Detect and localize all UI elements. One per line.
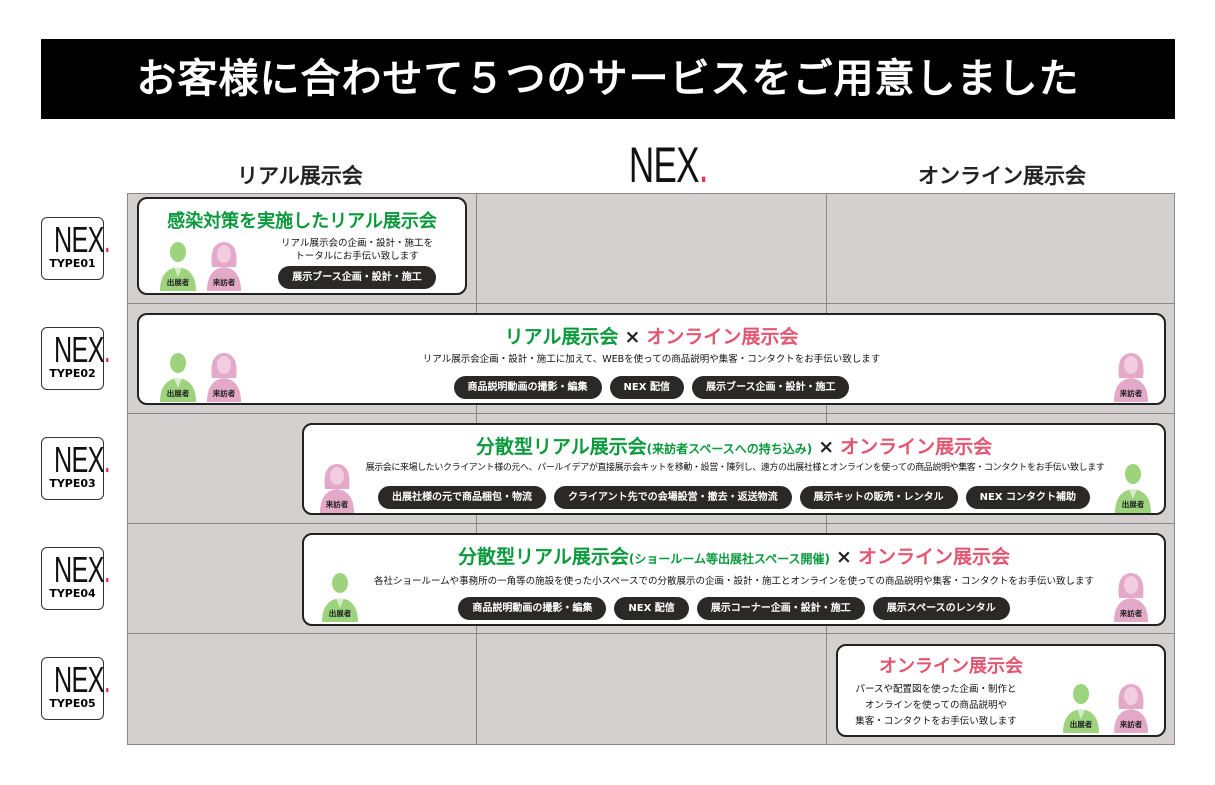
exhibitor-icon: 出展者 <box>1112 459 1154 513</box>
card-description: 各社ショールームや事務所の一角等の施設を使った小スペースでの分散展示の企画・設計… <box>373 576 1095 587</box>
service-pill: 出展社様の元で商品梱包・物流 <box>377 486 546 509</box>
person-label: 出展者 <box>166 278 190 287</box>
nex-logo: NEX. <box>54 659 111 700</box>
person-label: 来訪者 <box>1119 720 1143 729</box>
nex-logo: NEX. <box>54 329 111 370</box>
exhibitor-icon: 出展者 <box>319 568 361 622</box>
person-label: 出展者 <box>1069 720 1093 729</box>
visitor-icon: 来訪者 <box>203 237 245 291</box>
type-badge-05: NEX.TYPE05 <box>41 657 111 720</box>
nex-logo: NEX. <box>54 219 111 260</box>
card-title: 感染対策を実施したリアル展示会 <box>167 211 437 232</box>
visitor-icon: 来訪者 <box>1110 568 1152 622</box>
card-description: リアル展示会企画・設計・施工に加えて、WEBを使っての商品説明や集客・コンタクト… <box>422 354 881 365</box>
service-card-type02: リアル展示会×オンライン展示会 リアル展示会企画・設計・施工に加えて、WEBを使… <box>137 313 1166 405</box>
type-badge-01: NEX.TYPE01 <box>41 217 111 280</box>
service-pill: 商品説明動画の撮影・編集 <box>453 376 602 399</box>
service-pill: 展示キットの販売・レンタル <box>799 486 958 509</box>
service-pill: NEX 配信 <box>614 597 689 620</box>
person-label: 来訪者 <box>212 278 236 287</box>
person-label: 出展者 <box>1121 500 1145 509</box>
service-card-type01: 感染対策を実施したリアル展示会 出展者 来訪者 リアル展示会の企画・設計・施工を… <box>137 197 467 295</box>
column-header-online: オンライン展示会 <box>918 164 1086 188</box>
person-label: 来訪者 <box>1119 609 1143 618</box>
exhibitor-icon: 出展者 <box>157 237 199 291</box>
nex-logo: NEX. <box>54 549 111 590</box>
card-title: リアル展示会×オンライン展示会 <box>504 326 799 348</box>
service-pill: 展示ブース企画・設計・施工 <box>691 376 850 399</box>
person-label: 出展者 <box>328 609 352 618</box>
visitor-icon: 来訪者 <box>1110 679 1152 733</box>
service-pill: NEX 配信 <box>609 376 684 399</box>
service-card-type03: 分散型リアル展示会(来訪者スペースへの持ち込み)×オンライン展示会 展示会に来場… <box>302 423 1166 515</box>
nex-logo: NEX. <box>628 137 709 193</box>
service-card-type04: 分散型リアル展示会(ショールーム等出展社スペース開催)×オンライン展示会 各社シ… <box>302 533 1166 626</box>
person-label: 来訪者 <box>1119 389 1143 398</box>
card-title: 分散型リアル展示会(来訪者スペースへの持ち込み)×オンライン展示会 <box>475 436 993 458</box>
exhibitor-icon: 出展者 <box>157 348 199 402</box>
person-label: 来訪者 <box>212 389 236 398</box>
card-description: 展示会に来場したいクライアント様の元へ、パールイデアが直接展示会キットを移動・設… <box>365 463 1105 473</box>
service-pill: クライアント先での会場設営・撤去・返送物流 <box>553 486 792 509</box>
service-pill: 展示スペースのレンタル <box>872 597 1010 620</box>
service-pill: 展示コーナー企画・設計・施工 <box>696 597 865 620</box>
visitor-icon: 来訪者 <box>203 348 245 402</box>
column-header-real: リアル展示会 <box>237 164 363 188</box>
service-pill: 商品説明動画の撮影・編集 <box>458 597 607 620</box>
service-card-type05: オンライン展示会 パースや配置図を使った企画・制作とオンラインを使っての商品説明… <box>836 644 1166 737</box>
type-badge-03: NEX.TYPE03 <box>41 437 111 500</box>
person-label: 来訪者 <box>325 500 349 509</box>
card-title: オンライン展示会 <box>879 656 1023 677</box>
visitor-icon: 来訪者 <box>1110 348 1152 402</box>
card-description: パースや配置図を使った企画・制作とオンラインを使っての商品説明や集客・コンタクト… <box>855 684 1017 727</box>
exhibitor-icon: 出展者 <box>1060 679 1102 733</box>
person-label: 出展者 <box>166 389 190 398</box>
nex-logo: NEX. <box>54 439 111 480</box>
card-description: リアル展示会の企画・設計・施工をトータルにお手伝い致します <box>281 238 433 262</box>
visitor-icon: 来訪者 <box>316 459 358 513</box>
page-title: お客様に合わせて５つのサービスをご用意しました <box>41 39 1175 119</box>
type-badge-02: NEX.TYPE02 <box>41 327 111 390</box>
service-pill: NEX コンタクト補助 <box>965 486 1090 509</box>
card-title: 分散型リアル展示会(ショールーム等出展社スペース開催)×オンライン展示会 <box>458 546 1010 568</box>
service-pill: 展示ブース企画・設計・施工 <box>278 266 436 289</box>
type-badge-04: NEX.TYPE04 <box>41 547 111 610</box>
